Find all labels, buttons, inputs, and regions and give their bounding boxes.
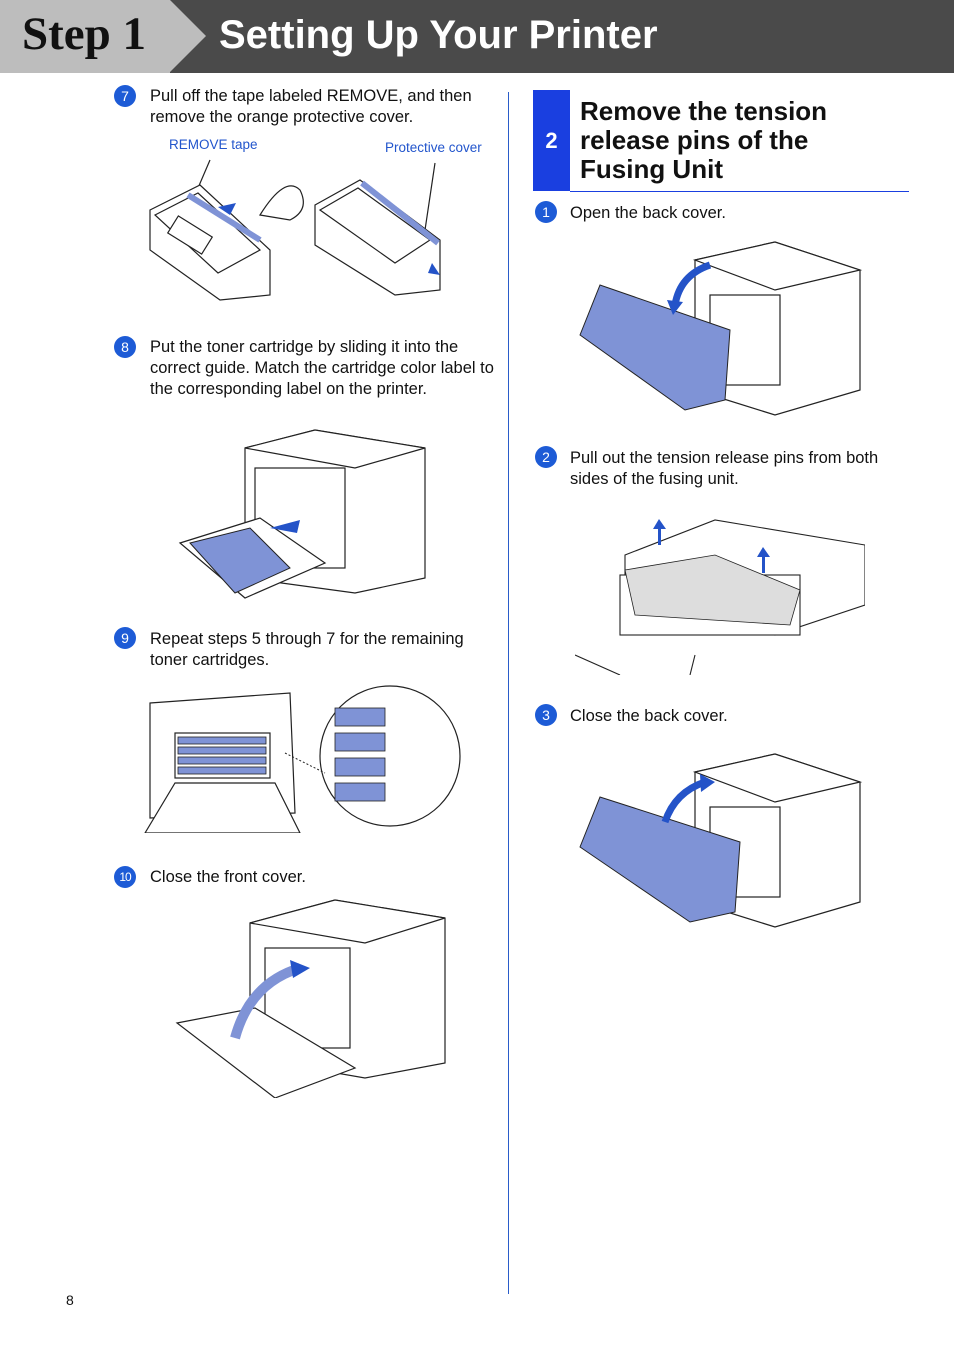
open-back-cover-illustration (579, 241, 863, 416)
step-8-number: 8 (114, 336, 136, 358)
step-7-text: Pull off the tape labeled REMOVE, and th… (150, 87, 472, 126)
section-title: Remove the tension release pins of the F… (580, 96, 828, 184)
section-number: 2 (533, 90, 570, 191)
right-step-1-number: 1 (535, 201, 557, 223)
all-cartridges-illustration (144, 685, 461, 833)
tension-pins-illustration (575, 519, 865, 675)
step-7-number: 7 (114, 85, 136, 107)
page-header: Step 1 Setting Up Your Printer (0, 0, 954, 73)
step-label: Step 1 (22, 8, 147, 60)
close-back-cover-illustration (579, 753, 863, 928)
column-divider (508, 92, 509, 1294)
protective-cover-callout: Protective cover (385, 140, 482, 155)
right-step-3-number: 3 (535, 704, 557, 726)
step-badge-arrow (170, 0, 206, 72)
page-number: 8 (66, 1292, 74, 1308)
step-badge (0, 0, 170, 73)
step-10-number: 10 (114, 866, 136, 888)
close-front-cover-illustration (175, 899, 446, 1098)
insert-cartridge-illustration (178, 429, 426, 599)
step-10-text: Close the front cover. (150, 868, 306, 886)
cartridge-tape-illustration (149, 159, 441, 301)
step-9-text: Repeat steps 5 through 7 for the remaini… (150, 630, 464, 669)
right-step-2-number: 2 (535, 446, 557, 468)
right-step-2-text: Pull out the tension release pins from b… (570, 449, 879, 488)
remove-tape-callout: REMOVE tape (169, 137, 258, 152)
step-8-text: Put the toner cartridge by sliding it in… (150, 338, 494, 398)
step-9-number: 9 (114, 627, 136, 649)
section-underline (570, 191, 909, 192)
right-step-1-text: Open the back cover. (570, 204, 726, 222)
right-step-3-text: Close the back cover. (570, 707, 728, 725)
page-title: Setting Up Your Printer (219, 13, 658, 57)
